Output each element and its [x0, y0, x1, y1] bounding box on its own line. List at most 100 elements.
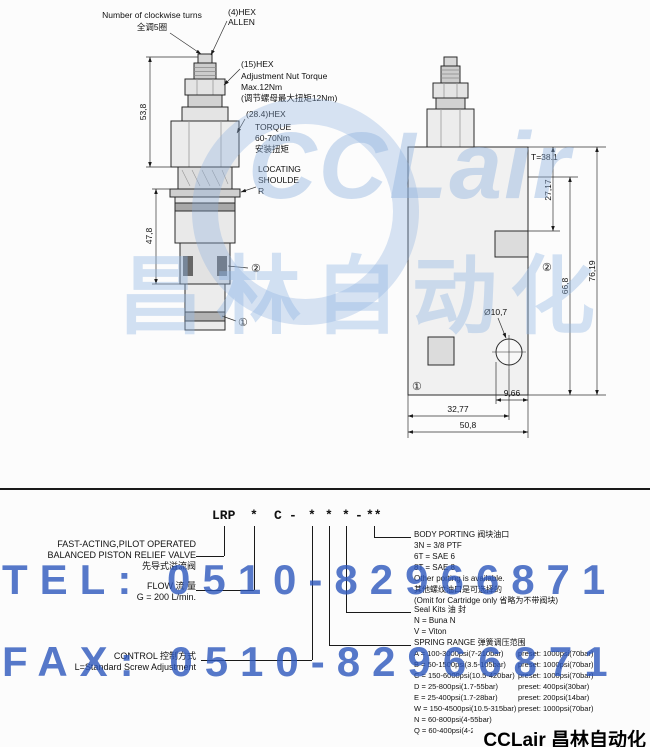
- body-porting-item: 其他螺纹油口是可选择的: [414, 585, 502, 594]
- model-code-star2: *: [308, 508, 316, 523]
- spring-range-row: N = 60-800psi(4-55bar): [414, 714, 593, 725]
- hex4-allen-label: ALLEN: [228, 17, 255, 27]
- body-dimension-lines: [407, 146, 606, 438]
- seal-kits-item: V = Viton: [414, 627, 447, 636]
- model-code-c: C: [274, 508, 282, 523]
- body-labels: T=38.1 27,17 66,8 76,19 Ø10,7 9,66 32,77…: [412, 152, 597, 430]
- valve-description-line1: FAST-ACTING,PILOT OPERATED: [57, 539, 196, 549]
- connector-seal-horizontal: [346, 612, 411, 613]
- body-porting-item: (Omit for Cartridge only 省略为不带阀块): [414, 596, 559, 605]
- body-cartridge-top: [426, 56, 475, 148]
- cartridge-outline: [169, 53, 241, 331]
- control-label: CONTROL 控制方式 L=Standard Screw Adjustment: [8, 651, 196, 673]
- dim-9-66: 9,66: [504, 388, 521, 398]
- dim-66-8: 66,8: [560, 277, 570, 294]
- spring-range-value: C = 150-6000psi(10.5-420bar): [414, 671, 515, 680]
- hex284-label: (28.4)HEX: [246, 109, 286, 119]
- spring-range-value: A = 100-3000psi(7-210bar): [414, 649, 504, 658]
- nut-torque-line2: Max.12Nm: [241, 82, 282, 92]
- dim-27-17: 27,17: [543, 179, 553, 201]
- spring-range-row: C = 150-6000psi(10.5-420bar)preset: 1000…: [414, 670, 593, 681]
- cartridge-leader-lines: [169, 20, 257, 322]
- control-value: L=Standard Screw Adjustment: [74, 662, 196, 672]
- dim-47-8: 47,8: [144, 227, 154, 244]
- cartridge-port2-label: ②: [251, 263, 261, 275]
- locating-line3: R: [258, 186, 264, 196]
- body-view: T=38.1 27,17 66,8 76,19 Ø10,7 9,66 32,77…: [407, 56, 606, 438]
- valve-description-line3: 先导式溢流阀: [141, 561, 196, 571]
- body-porting-title: BODY PORTING 阀块油口: [414, 530, 510, 539]
- dim-t-label: T=38.1: [531, 152, 558, 162]
- cartridge-view: Number of clockwise turns 全调5圈 (4)HEX AL…: [102, 7, 338, 331]
- footer-brand: CCLair 昌林自动化: [473, 725, 648, 747]
- model-code-star3: *: [325, 508, 333, 523]
- connector-spring-horizontal: [329, 645, 411, 646]
- torque-line2: 60-70Nm: [255, 133, 290, 143]
- spring-range-row: B = 50-1500psi(3.5-105bar)preset: 1000ps…: [414, 659, 593, 670]
- flow-title: FLOW 流 量: [147, 581, 196, 591]
- model-code-prefix: LRP: [212, 508, 236, 523]
- spring-preset-value: preset: 1000psi(70bar): [518, 649, 594, 658]
- seal-kits-item: N = Buna N: [414, 616, 456, 625]
- connector-valve-horizontal: [196, 556, 224, 557]
- control-title: CONTROL 控制方式: [113, 651, 196, 661]
- spring-preset-value: preset: 400psi(30bar): [518, 682, 590, 691]
- connector-flow-horizontal: [196, 590, 254, 591]
- spring-range-row: A = 100-3000psi(7-210bar) preset: 1000psi…: [414, 648, 593, 659]
- body-block-outline: [407, 146, 529, 396]
- dim-hole-label: Ø10,7: [484, 307, 507, 317]
- model-code-suffix: **: [366, 508, 382, 523]
- section-divider: [0, 488, 650, 490]
- nut-torque-line3: (调节螺母最大扭矩12Nm): [241, 93, 338, 103]
- spring-range-title: SPRING RANGE 弹簧调压范围: [414, 638, 526, 647]
- body-porting-item: 3N = 3/8 PTF: [414, 541, 462, 550]
- connector-porting-horizontal: [374, 537, 411, 538]
- model-code-dash1: -: [289, 508, 297, 523]
- dim-76-19: 76,19: [587, 260, 597, 282]
- spring-range-value: E = 25-400psi(1.7-28bar): [414, 693, 498, 702]
- spring-range-row: W = 150-4500psi(10.5-315bar)preset: 1000…: [414, 703, 593, 714]
- dim-32-77: 32,77: [447, 404, 469, 414]
- spring-range-value: D = 25-800psi(1.7-55bar): [414, 682, 499, 691]
- spring-preset-value: preset: 1000psi(70bar): [518, 660, 594, 669]
- valve-description-label: FAST-ACTING,PILOT OPERATED BALANCED PIST…: [8, 539, 196, 572]
- cartridge-dimension-lines: [146, 56, 198, 285]
- nut-torque-line1: Adjustment Nut Torque: [241, 71, 328, 81]
- connector-flow-vertical: [254, 526, 255, 590]
- spring-preset-value: preset: 1000psi(70bar): [518, 671, 594, 680]
- spring-range-value: N = 60-800psi(4-55bar): [414, 715, 492, 724]
- flow-label: FLOW 流 量 G = 200 L/min.: [8, 581, 196, 603]
- locating-line2: SHOULDE: [258, 175, 299, 185]
- body-porting-label: BODY PORTING 阀块油口 3N = 3/8 PTF 6T = SAE …: [414, 529, 558, 606]
- model-code-star4: *: [342, 508, 350, 523]
- connector-control-horizontal: [201, 660, 312, 661]
- body-porting-item: Other porting is available.: [414, 574, 505, 583]
- spring-preset-value: preset: 1000psi(70bar): [518, 704, 594, 713]
- dim-53-8: 53,8: [138, 103, 148, 120]
- connector-porting-vertical: [374, 526, 375, 537]
- seal-kits-title: Seal Kits 油 封: [414, 605, 467, 614]
- spring-range-label: SPRING RANGE 弹簧调压范围 A = 100-3000psi(7-21…: [414, 637, 593, 736]
- connector-spring-vertical: [329, 526, 330, 645]
- hex4-label: (4)HEX: [228, 7, 256, 17]
- flow-value: G = 200 L/min.: [136, 592, 196, 602]
- spring-range-row: E = 25-400psi(1.7-28bar)preset: 200psi(1…: [414, 692, 593, 703]
- cartridge-port1-label: ①: [238, 317, 248, 329]
- body-port2-label: ②: [542, 262, 552, 274]
- hex15-label: (15)HEX: [241, 59, 274, 69]
- spring-range-row: D = 25-800psi(1.7-55bar) preset: 400psi(3…: [414, 681, 593, 692]
- locating-line1: LOCATING: [258, 164, 301, 174]
- cartridge-labels: Number of clockwise turns 全调5圈 (4)HEX AL…: [102, 7, 337, 329]
- connector-seal-vertical: [346, 526, 347, 612]
- torque-line1: TORQUE: [255, 122, 292, 132]
- body-porting-item: 8T = SAE 8: [414, 563, 455, 572]
- valve-description-line2: BALANCED PISTON RELIEF VALVE: [47, 550, 196, 560]
- technical-drawing: Number of clockwise turns 全调5圈 (4)HEX AL…: [102, 7, 606, 438]
- spring-range-value: Q = 60-400psi(4-28bar): [414, 726, 493, 735]
- connector-control-vertical: [312, 526, 313, 660]
- body-port1-label: ①: [412, 381, 422, 393]
- turns-label-cn: 全调5圈: [137, 22, 167, 32]
- torque-line3: 安装扭矩: [255, 144, 290, 154]
- model-code-star1: *: [250, 508, 258, 523]
